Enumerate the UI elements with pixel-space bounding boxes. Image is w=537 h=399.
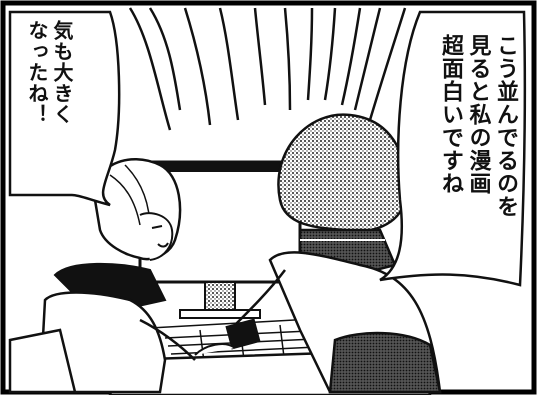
left-bubble-text: 気も大きくなったね！	[24, 20, 74, 190]
right-character	[194, 113, 442, 394]
right-bubble-line-2: 見ると私の漫画	[465, 34, 491, 195]
right-bubble-line-1: こう並んでるのを	[493, 34, 518, 218]
speech-bubble-left	[8, 10, 121, 207]
speech-bubble-right	[379, 10, 527, 287]
focus-lines	[128, 7, 407, 131]
left-character	[8, 157, 196, 394]
left-bubble-line-2: なったね！	[25, 20, 49, 125]
right-bubble-text: こう並んでるのを見ると私の漫画超面白いですね	[437, 34, 520, 284]
left-bubble-line-1: 気も大きく	[50, 20, 74, 125]
right-bubble-line-3: 超面白いですね	[438, 34, 463, 195]
